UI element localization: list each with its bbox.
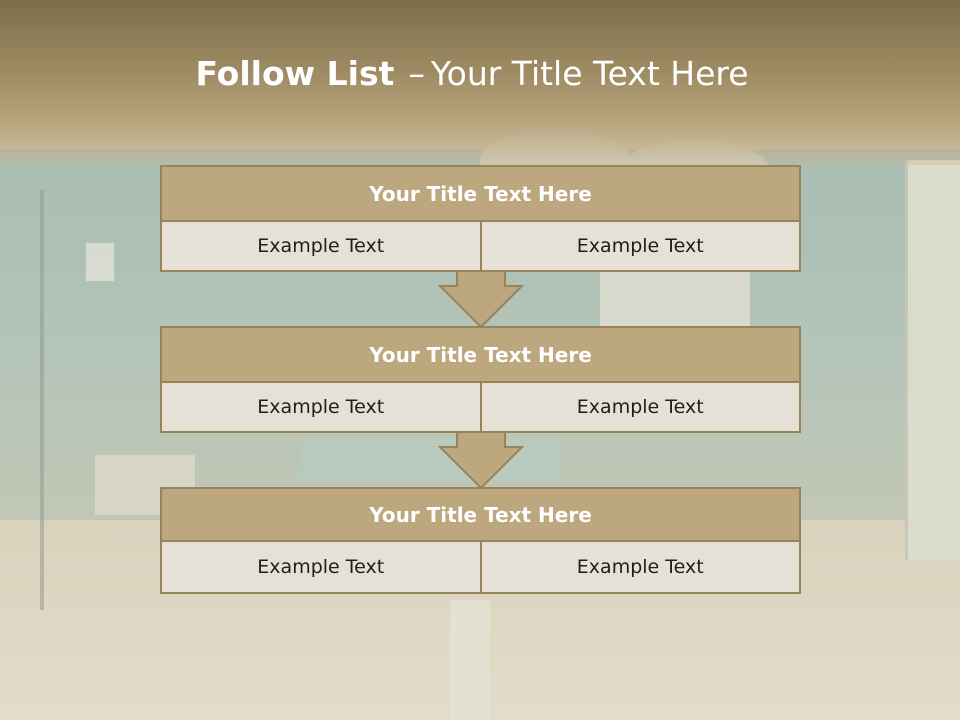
block-heading: Your Title Text Here — [160, 487, 801, 542]
block-cell-left: Example Text — [160, 383, 482, 433]
bg-table-stand — [450, 600, 490, 720]
block-heading: Your Title Text Here — [160, 326, 801, 383]
title-bold: Follow List — [195, 54, 395, 93]
header-band — [0, 0, 960, 165]
title-rest: Your Title Text Here — [430, 54, 749, 93]
title-dash: – — [408, 54, 425, 93]
block-cell-left: Example Text — [160, 542, 482, 594]
block-heading: Your Title Text Here — [160, 165, 801, 222]
slide-title: Follow List–Your Title Text Here — [0, 54, 944, 93]
bg-iv-pole — [40, 190, 44, 610]
block-row: Example Text Example Text — [160, 542, 801, 594]
bg-panel — [600, 270, 750, 330]
block-cell-right: Example Text — [481, 383, 801, 433]
block-cell-left: Example Text — [160, 222, 482, 272]
block-row: Example Text Example Text — [160, 222, 801, 272]
follow-block-3: Your Title Text Here Example Text Exampl… — [160, 487, 801, 594]
block-cell-right: Example Text — [481, 542, 801, 594]
down-arrow-icon — [437, 431, 525, 490]
follow-block-2: Your Title Text Here Example Text Exampl… — [160, 326, 801, 433]
bg-door — [905, 160, 960, 560]
block-row: Example Text Example Text — [160, 383, 801, 433]
block-cell-right: Example Text — [481, 222, 801, 272]
down-arrow-icon — [437, 270, 525, 329]
follow-block-1: Your Title Text Here Example Text Exampl… — [160, 165, 801, 272]
bg-outlet — [86, 243, 114, 281]
